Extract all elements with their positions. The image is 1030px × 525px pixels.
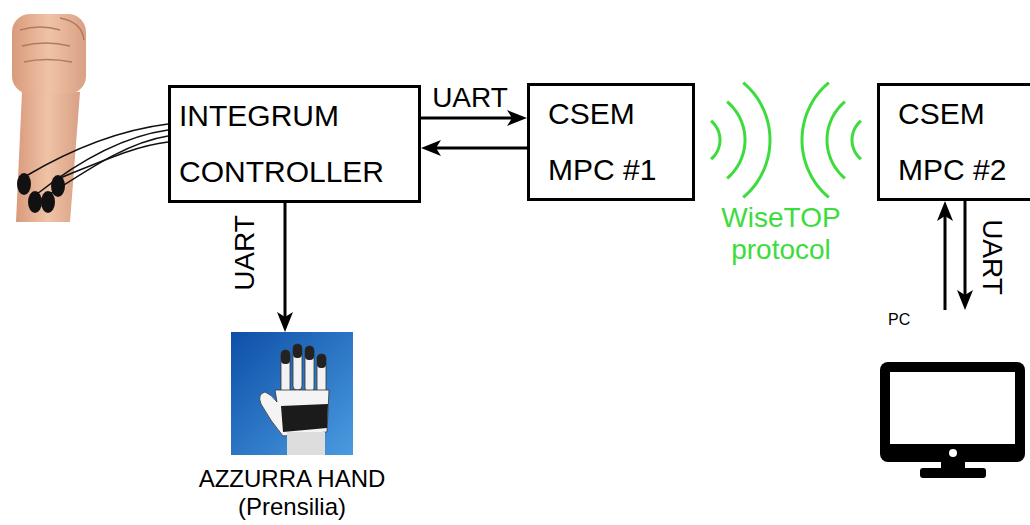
radio-wave — [852, 121, 861, 159]
radio-wave — [743, 83, 770, 198]
wrist — [287, 432, 325, 455]
fist — [12, 14, 86, 94]
forearm-illustration — [12, 14, 86, 222]
finger — [281, 350, 290, 396]
thumb-line — [60, 18, 84, 40]
module-box: CSEM MPC #2 — [877, 83, 1030, 201]
palm — [260, 390, 329, 436]
computer-label: PC — [878, 310, 1028, 330]
module-box: CSEM MPC #1 — [527, 83, 695, 201]
fingertip — [293, 344, 302, 358]
signal-label: UART — [229, 215, 261, 291]
signal-label: UART — [432, 82, 508, 114]
monitor-frame — [880, 362, 1025, 462]
monitor-base — [920, 468, 986, 478]
computer-node: PC — [878, 310, 1028, 479]
box-label: CSEM MPC #1 — [530, 86, 668, 198]
fingertip — [317, 354, 326, 368]
controller-box: INTEGRUM CONTROLLER — [168, 85, 421, 203]
box-label: INTEGRUM CONTROLLER — [171, 88, 404, 200]
radio-wave — [711, 121, 720, 159]
monitor-icon — [878, 344, 1028, 479]
protocol-label: WiseTOP protocol — [696, 202, 866, 266]
device-caption: AZZURRA HAND (Prensilia) — [177, 465, 407, 521]
uart-arrow — [285, 203, 286, 326]
signal-label: UART — [976, 219, 1008, 295]
connector-line — [421, 117, 521, 120]
fingertip — [281, 350, 290, 364]
connector-line — [284, 203, 287, 326]
connector-line — [944, 207, 947, 310]
fingertip — [305, 346, 314, 360]
connector-line — [427, 147, 527, 150]
picture-ground — [231, 332, 353, 455]
hand-picture — [231, 332, 353, 455]
finger-lines — [20, 27, 72, 62]
uart-arrow — [427, 148, 527, 149]
wire — [37, 130, 168, 194]
electrode — [17, 173, 31, 195]
electrode — [41, 191, 55, 213]
uart-arrow — [945, 207, 946, 310]
hand-node: AZZURRA HAND (Prensilia) — [172, 332, 412, 521]
box-label: CSEM MPC #2 — [880, 86, 1018, 198]
wireless-link — [711, 83, 861, 198]
radio-wave — [727, 102, 745, 179]
finger — [305, 346, 314, 392]
wire — [60, 142, 168, 178]
radio-wave — [827, 102, 845, 179]
wire — [50, 136, 168, 194]
uart-arrow — [965, 201, 966, 304]
palm-band — [281, 404, 328, 432]
wire — [26, 124, 168, 176]
radio-wave — [802, 83, 829, 198]
finger — [293, 344, 302, 390]
electrode — [28, 191, 42, 213]
forearm — [16, 92, 80, 222]
power-dot — [949, 449, 957, 457]
monitor-screen — [890, 372, 1015, 444]
uart-arrow — [421, 118, 521, 119]
electrode-wires — [26, 124, 168, 194]
connector-line — [964, 201, 967, 304]
